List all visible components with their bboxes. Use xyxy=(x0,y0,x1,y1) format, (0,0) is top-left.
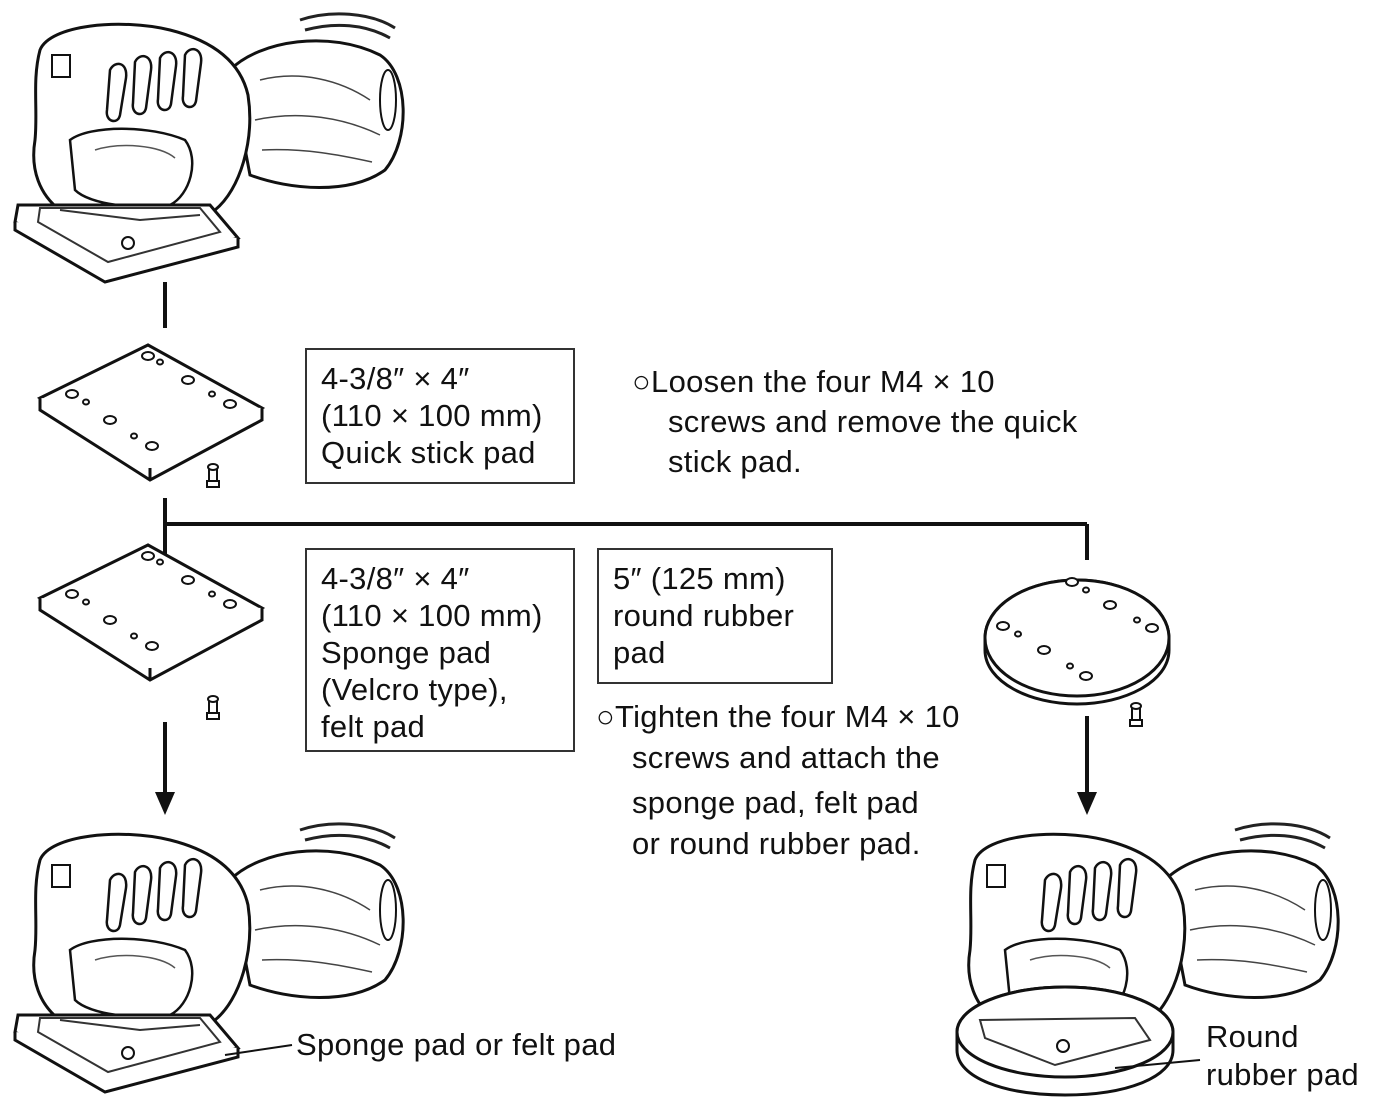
branch-lines xyxy=(163,498,1089,560)
loosen-instruction: ○Loosen the four M4 × 10 screws and remo… xyxy=(632,362,1078,482)
pad-size: 4-3/8″ × 4″ xyxy=(321,361,470,396)
instruction-line: ○Loosen the four M4 × 10 xyxy=(632,364,995,399)
round-rubber-pad-callout: Round rubber pad xyxy=(1206,1018,1359,1094)
pad-type: (Velcro type), xyxy=(321,672,508,707)
pad-metric-size: (110 × 100 mm) xyxy=(321,598,543,633)
quick-stick-pad-illustration xyxy=(38,343,264,488)
sponge-pad-label-box: 4-3/8″ × 4″ (110 × 100 mm) Sponge pad (V… xyxy=(305,548,575,752)
tighten-instruction: ○Tighten the four M4 × 10 screws and att… xyxy=(596,696,960,864)
instruction-line: screws and attach the xyxy=(632,740,940,775)
pad-size: 4-3/8″ × 4″ xyxy=(321,561,470,596)
callout-line: rubber pad xyxy=(1206,1057,1359,1092)
instruction-line: screws and remove the quick xyxy=(668,404,1078,439)
arrow-down-left-icon xyxy=(155,722,175,815)
pad-name: pad xyxy=(613,635,666,670)
instruction-line: sponge pad, felt pad xyxy=(632,785,919,820)
pad-name: Quick stick pad xyxy=(321,435,536,470)
leader-line xyxy=(1114,1059,1201,1069)
pad-size: 5″ (125 mm) xyxy=(613,561,786,596)
sponge-pad-illustration xyxy=(38,543,264,720)
pad-name: round rubber xyxy=(613,598,795,633)
sander-round-illustration xyxy=(955,822,1340,1097)
sander-top-illustration xyxy=(13,12,405,284)
round-rubber-pad-illustration xyxy=(983,577,1171,727)
instruction-line: or round rubber pad. xyxy=(632,826,921,861)
pad-alt-name: felt pad xyxy=(321,709,426,744)
arrow-down-right-icon xyxy=(1077,716,1097,815)
leader-line xyxy=(224,1044,293,1056)
instruction-line: stick pad. xyxy=(668,444,802,479)
quick-stick-pad-label-box: 4-3/8″ × 4″ (110 × 100 mm) Quick stick p… xyxy=(305,348,575,484)
sponge-or-felt-callout: Sponge pad or felt pad xyxy=(296,1027,617,1062)
pad-metric-size: (110 × 100 mm) xyxy=(321,398,543,433)
instruction-line: ○Tighten the four M4 × 10 xyxy=(596,699,960,734)
round-rubber-pad-label-box: 5″ (125 mm) round rubber pad xyxy=(597,548,833,684)
callout-line: Round xyxy=(1206,1019,1299,1054)
pad-name: Sponge pad xyxy=(321,635,492,670)
